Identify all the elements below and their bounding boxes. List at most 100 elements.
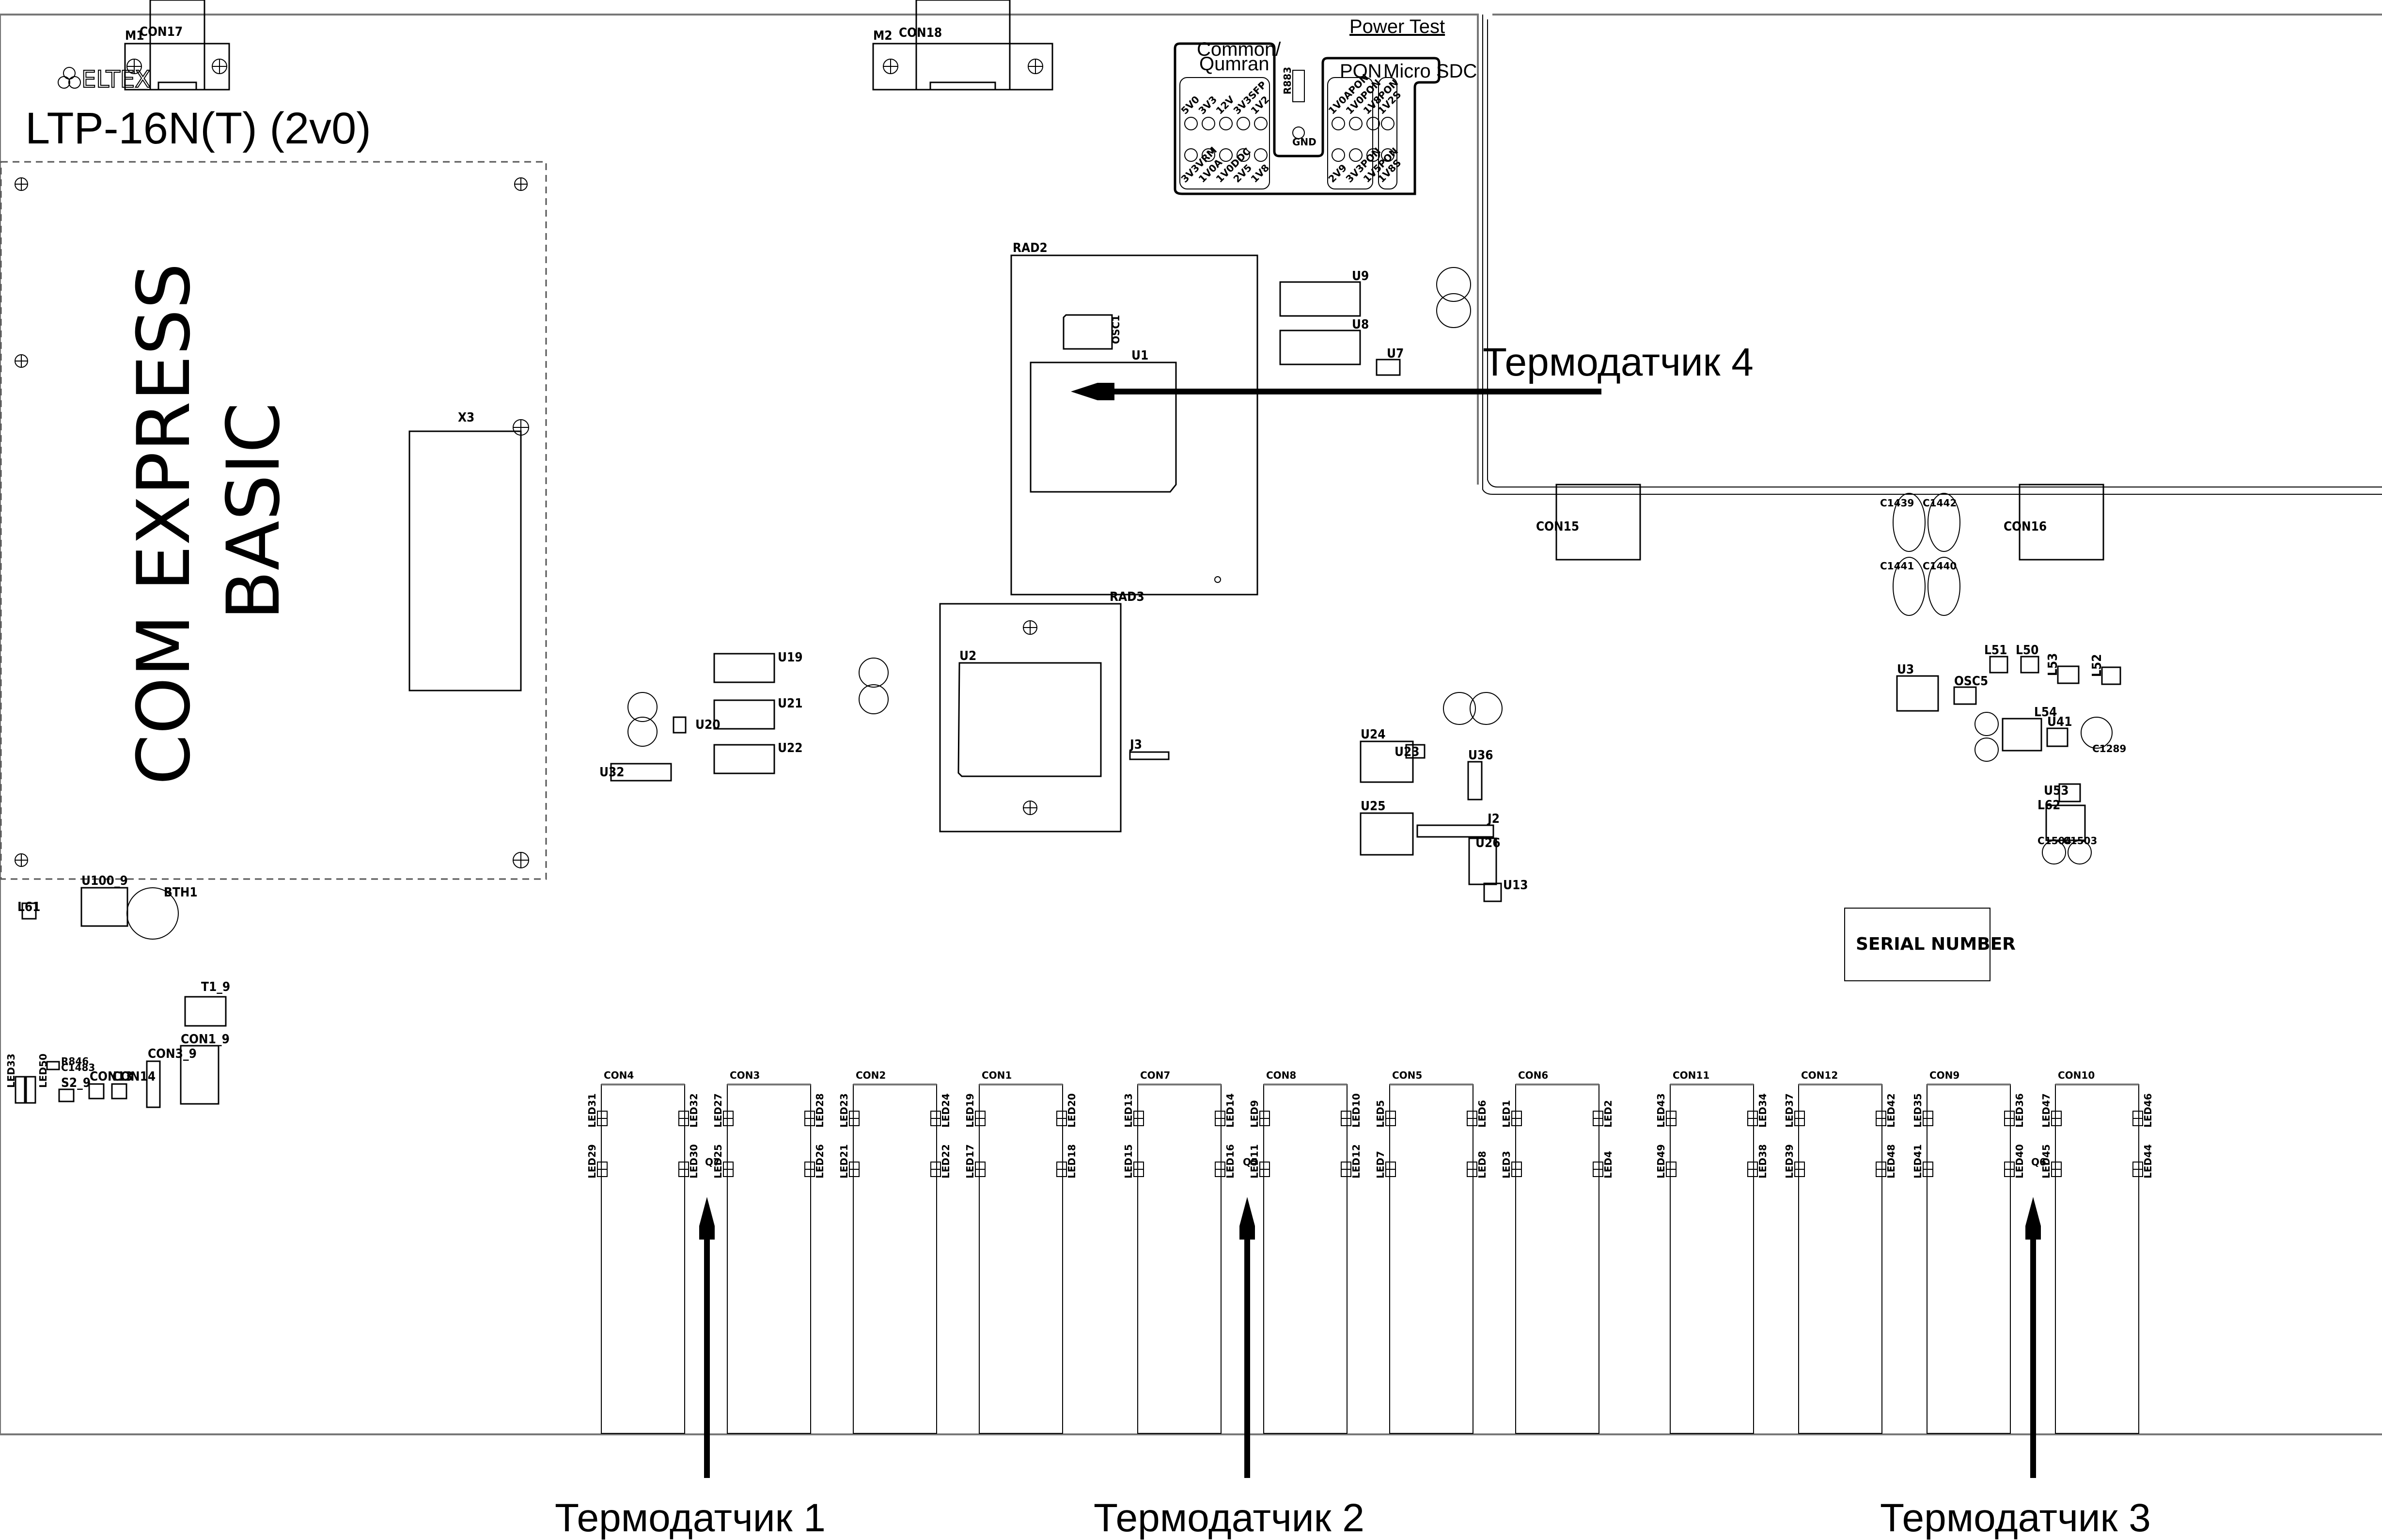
led-label: LED14: [1224, 1093, 1236, 1128]
u19-label: U19: [778, 650, 803, 665]
led-label: LED39: [1784, 1144, 1795, 1179]
sensor-markers: Q7 Q5 Q6: [705, 1156, 2046, 1168]
led-label: LED35: [1912, 1093, 1924, 1128]
test-point-label: 1V8: [1249, 162, 1272, 185]
brand-name: ELTEX: [81, 66, 151, 93]
led-label: LED36: [2014, 1093, 2025, 1128]
test-point: [1254, 148, 1268, 162]
port-label: CON6: [1518, 1069, 1548, 1081]
led-label: LED49: [1655, 1144, 1667, 1179]
led-label: LED8: [1476, 1151, 1488, 1179]
led-label: LED28: [814, 1093, 826, 1128]
test-point: [1349, 148, 1363, 162]
qumran-group-label: Qumran: [1199, 53, 1269, 75]
con14-label: CON14: [112, 1069, 156, 1084]
r883-label: R883: [1282, 67, 1293, 94]
led-label: LED32: [688, 1093, 700, 1128]
com-express-label: COM EXPRESS: [122, 263, 206, 785]
port-label: CON2: [856, 1069, 886, 1081]
connector-label: CON18: [899, 26, 942, 40]
microsdc-group-label: Micro SDC: [1383, 61, 1477, 82]
led-label: LED1: [1501, 1100, 1512, 1128]
led-label: LED13: [1123, 1093, 1134, 1128]
test-point: [1381, 117, 1395, 130]
c1504-label: C1504: [2037, 835, 2071, 847]
led33-label: LED33: [5, 1053, 17, 1088]
rad3-label: RAD3: [1110, 590, 1144, 604]
c1442-label: C1442: [1923, 497, 1957, 509]
port-label: CON5: [1392, 1069, 1422, 1081]
test-point-label: 3V3: [1196, 94, 1220, 117]
test-point-label: 5V0: [1179, 94, 1202, 117]
arrow-left-icon: [1071, 383, 1601, 400]
test-point: [1202, 117, 1215, 130]
led-label: LED25: [712, 1144, 724, 1179]
led-label: LED29: [586, 1144, 598, 1179]
osc5-label: OSC5: [1954, 674, 1988, 689]
mount-hole-icon: [15, 177, 529, 868]
port-label: CON11: [1673, 1069, 1709, 1081]
right-mid-chips: U24 U25 U26 U23 U36 J2 U13: [1360, 692, 1528, 902]
c1289-label: C1289: [2092, 743, 2126, 754]
c1503-label: C1503: [2063, 835, 2097, 847]
c1441-label: C1441: [1880, 560, 1914, 572]
s2-label: S2_9: [61, 1076, 91, 1090]
serial-number-box: SERIAL NUMBER: [1844, 908, 2016, 981]
rad2-label: RAD2: [1013, 241, 1048, 255]
port-label: CON1: [982, 1069, 1012, 1081]
r846-label: R846: [61, 1055, 89, 1067]
led-label: LED40: [2014, 1144, 2025, 1179]
led-label: LED26: [814, 1144, 826, 1179]
led-label: LED27: [712, 1093, 724, 1128]
gnd-label: GND: [1292, 136, 1316, 148]
q7-label: Q7: [705, 1156, 720, 1168]
led-label: LED47: [2040, 1093, 2052, 1128]
u9-u8-area: U9 U8 U7: [1279, 267, 1471, 376]
port-label: CON4: [604, 1069, 634, 1081]
port-label: CON10: [2058, 1069, 2095, 1081]
q6-label: Q6: [2031, 1156, 2046, 1168]
con15-label: CON15: [1536, 519, 1579, 534]
db-connector-1: M1 CON17: [124, 0, 230, 91]
led-label: LED7: [1375, 1151, 1386, 1179]
led-label: LED17: [964, 1144, 976, 1179]
led-label: LED44: [2142, 1144, 2154, 1179]
eltex-logo: ELTEX: [58, 65, 151, 94]
serial-number-label: SERIAL NUMBER: [1856, 934, 2016, 954]
sensor-label-4: Термодатчик 4: [1483, 340, 1754, 384]
com-express-area: COM EXPRESS BASIC X3: [0, 161, 547, 880]
port-label: CON8: [1266, 1069, 1296, 1081]
l52-label: L52: [2090, 654, 2104, 677]
arrow-up-icon: [2025, 1197, 2041, 1478]
led-label: LED3: [1501, 1151, 1512, 1179]
u8-label: U8: [1352, 317, 1369, 332]
common-group-label: Common/: [1197, 39, 1281, 60]
u22-label: U22: [778, 741, 803, 755]
u23-label: U23: [1395, 745, 1420, 759]
led-label: LED30: [688, 1144, 700, 1179]
led-label: LED6: [1476, 1100, 1488, 1128]
con16-label: CON16: [2004, 519, 2047, 534]
con3-9-label: CON3_9: [148, 1047, 197, 1061]
con1-9-label: CON1_9: [181, 1032, 230, 1047]
power-test-title: Power Test: [1349, 16, 1445, 37]
sensor-label-3: Термодатчик 3: [1880, 1496, 2151, 1540]
board-outline: [0, 14, 2382, 1435]
c1439-label: C1439: [1880, 497, 1914, 509]
connector-label: CON17: [140, 25, 183, 39]
u13-label: U13: [1503, 878, 1528, 893]
led-label: LED34: [1757, 1093, 1769, 1128]
u25-label: U25: [1361, 799, 1386, 814]
l62-label: L62: [2037, 798, 2060, 813]
arrow-up-icon: [699, 1197, 715, 1478]
q5-label: Q5: [1243, 1156, 1258, 1168]
